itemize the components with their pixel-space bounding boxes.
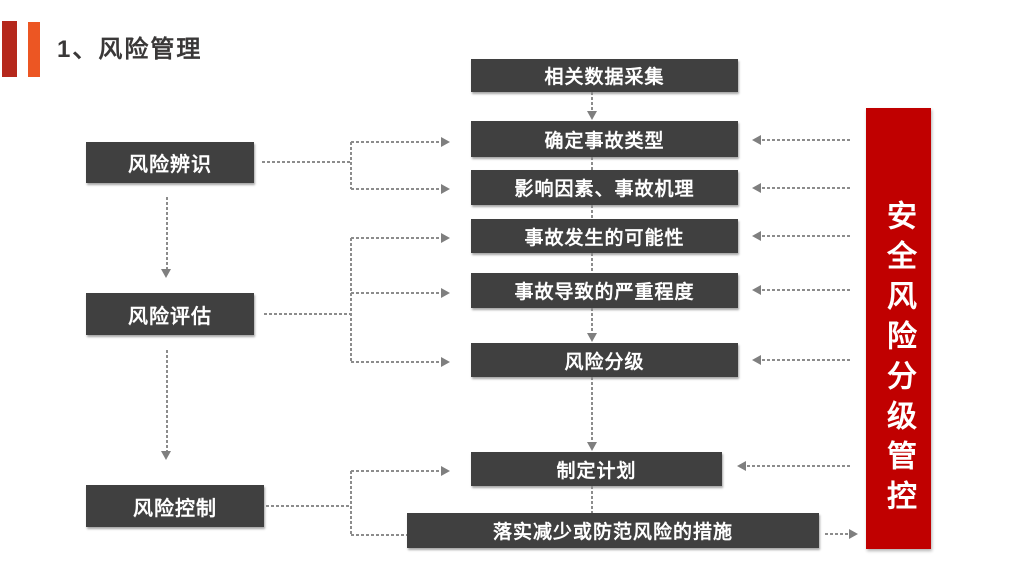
connector-dashed-line [351, 361, 440, 363]
connector-dashed-line [350, 471, 352, 535]
process-box-accident-type: 确定事故类型 [471, 121, 738, 157]
connector-dashed-line [166, 197, 168, 270]
connector-arrow-down [587, 111, 597, 120]
connector-dashed-line [351, 534, 407, 536]
stage-box-risk-assessment: 风险评估 [86, 293, 254, 335]
connector-arrow-left [752, 135, 761, 145]
connector-arrow-down [161, 269, 171, 278]
connector-dashed-line [351, 188, 440, 190]
connector-arrow-right [441, 233, 450, 243]
connector-dashed-line [351, 292, 440, 294]
connector-dashed-line [747, 465, 852, 467]
connector-arrow-right [441, 184, 450, 194]
connector-dashed-line [762, 359, 852, 361]
connector-arrow-left [752, 285, 761, 295]
connector-dashed-line [762, 139, 852, 141]
connector-arrow-right [441, 288, 450, 298]
connector-dashed-line [591, 377, 593, 444]
connector-dashed-line [762, 235, 852, 237]
connector-arrow-left [737, 461, 746, 471]
process-box-risk-grading: 风险分级 [471, 343, 738, 377]
connector-dashed-line [264, 313, 351, 315]
risk-control-banner: 安全风险分级管控 [866, 108, 931, 549]
connector-dashed-line [591, 157, 593, 170]
connector-arrow-down [161, 451, 171, 460]
process-box-data-collection: 相关数据采集 [471, 59, 738, 92]
connector-arrow-left [752, 183, 761, 193]
process-box-implement-measures: 落实减少或防范风险的措施 [407, 513, 819, 548]
stage-box-risk-control: 风险控制 [86, 485, 264, 527]
connector-dashed-line [350, 142, 352, 189]
connector-dashed-line [591, 92, 593, 114]
connector-dashed-line [762, 289, 852, 291]
connector-dashed-line [351, 141, 440, 143]
risk-control-banner-label: 安全风险分级管控 [882, 200, 915, 520]
connector-dashed-line [266, 505, 351, 507]
process-box-influence-factors: 影响因素、事故机理 [471, 170, 738, 205]
connector-arrow-down [587, 333, 597, 342]
connector-dashed-line [591, 308, 593, 336]
connector-dashed-line [762, 187, 852, 189]
slide-title: 1、风险管理 [57, 36, 203, 63]
connector-dashed-line [591, 486, 593, 513]
connector-dashed-line [351, 237, 440, 239]
connector-dashed-line [591, 253, 593, 273]
connector-dashed-line [166, 350, 168, 452]
connector-dashed-line [262, 161, 351, 163]
connector-arrow-right [441, 466, 450, 476]
connector-arrow-left [752, 231, 761, 241]
title-accent-bar-2 [28, 22, 40, 77]
connector-arrow-right [849, 529, 858, 539]
connector-arrow-left [752, 355, 761, 365]
connector-dashed-line [351, 470, 440, 472]
connector-arrow-down [587, 442, 597, 451]
connector-arrow-right [441, 357, 450, 367]
process-box-severity: 事故导致的严重程度 [471, 273, 738, 308]
connector-dashed-line [825, 533, 849, 535]
connector-arrow-right [441, 137, 450, 147]
process-box-make-plan: 制定计划 [471, 452, 722, 486]
connector-dashed-line [591, 205, 593, 219]
process-box-likelihood: 事故发生的可能性 [471, 219, 738, 253]
stage-box-risk-identification: 风险辨识 [86, 142, 254, 183]
connector-dashed-line [350, 238, 352, 362]
title-accent-bar-1 [2, 21, 17, 77]
